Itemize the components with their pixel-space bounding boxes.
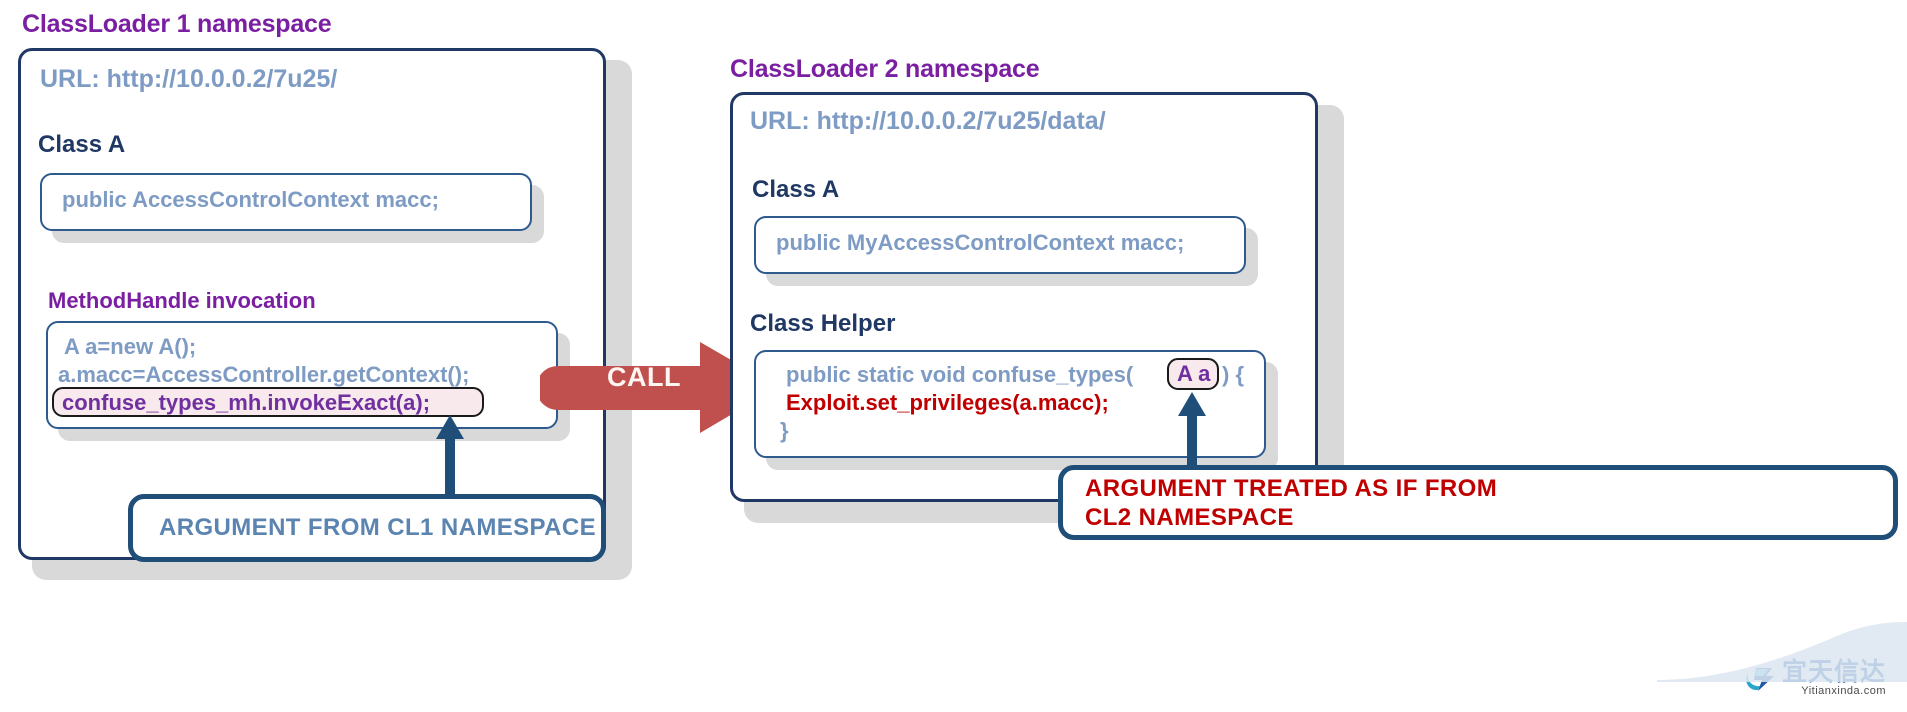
right-namespace-heading: ClassLoader 2 namespace xyxy=(730,55,1040,83)
right-class-a-label: Class A xyxy=(752,176,840,203)
right-class-a-member-box xyxy=(754,216,1246,274)
right-callout-text: ARGUMENT TREATED AS IF FROM CL2 NAMESPAC… xyxy=(1063,474,1507,532)
left-url-label: URL: http://10.0.0.2/7u25/ xyxy=(40,65,338,93)
call-arrow-label: CALL xyxy=(607,362,681,392)
right-callout-arrow-icon xyxy=(1178,392,1206,470)
class-helper-label: Class Helper xyxy=(750,310,896,337)
class-helper-sig-before: public static void confuse_types( xyxy=(786,362,1134,387)
call-arrow-icon xyxy=(540,342,778,433)
watermark-latin: Yitianxinda.com xyxy=(1801,685,1887,697)
class-helper-sig-after: ) { xyxy=(1222,362,1244,387)
right-url-label: URL: http://10.0.0.2/7u25/data/ xyxy=(750,107,1106,135)
left-namespace-heading: ClassLoader 1 namespace xyxy=(22,10,332,38)
methodhandle-code-line2: a.macc=AccessController.getContext(); xyxy=(58,362,470,387)
right-callout-box: ARGUMENT TREATED AS IF FROM CL2 NAMESPAC… xyxy=(1058,465,1898,540)
param-highlight-pill xyxy=(1167,358,1219,390)
left-class-a-member-code: public AccessControlContext macc; xyxy=(62,187,439,212)
left-namespace-panel xyxy=(18,48,606,560)
right-callout-line1: ARGUMENT TREATED AS IF FROM xyxy=(1085,474,1498,502)
methodhandle-code-line3: confuse_types_mh.invokeExact(a); xyxy=(62,390,431,415)
right-callout-line2: CL2 NAMESPACE xyxy=(1085,503,1294,531)
class-helper-exploit-line: Exploit.set_privileges(a.macc); xyxy=(786,390,1109,415)
invoke-exact-highlight-pill xyxy=(52,387,484,417)
class-helper-sig-param: A a xyxy=(1177,361,1211,386)
methodhandle-invocation-label: MethodHandle invocation xyxy=(48,288,316,313)
left-class-a-member-box xyxy=(40,173,532,231)
watermark-swoosh-icon xyxy=(1657,622,1907,682)
methodhandle-code-line1: A a=new A(); xyxy=(64,334,197,359)
left-callout-text: ARGUMENT FROM CL1 NAMESPACE xyxy=(159,514,597,541)
left-callout-box: ARGUMENT FROM CL1 NAMESPACE xyxy=(128,494,606,562)
right-class-a-member-code: public MyAccessControlContext macc; xyxy=(776,230,1185,255)
left-callout-arrow-icon xyxy=(436,415,464,503)
class-helper-closing-brace: } xyxy=(780,418,789,443)
left-class-a-label: Class A xyxy=(38,131,126,158)
